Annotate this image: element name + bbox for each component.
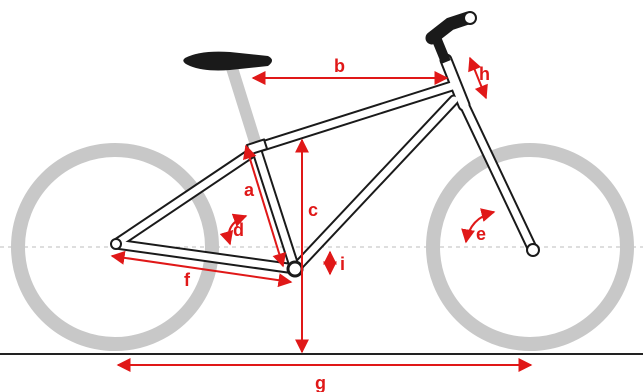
- dimension-f-line: [110, 250, 293, 288]
- dimensions: [110, 56, 533, 372]
- label-e: e: [476, 224, 486, 244]
- dimension-e-arc: [461, 208, 496, 244]
- label-d: d: [233, 220, 244, 240]
- label-h: h: [479, 64, 490, 84]
- saddle: [183, 51, 272, 71]
- rear-hub: [110, 238, 122, 250]
- label-i: i: [340, 254, 345, 274]
- label-b: b: [334, 56, 345, 76]
- rear-wheel: [11, 143, 219, 351]
- seatpost: [226, 62, 263, 154]
- bottom-bracket: [286, 260, 304, 278]
- label-f: f: [184, 270, 191, 290]
- front-hub: [526, 243, 540, 257]
- front-wheel: [426, 143, 634, 351]
- label-g: g: [315, 373, 326, 392]
- dimension-h-line: [468, 56, 488, 100]
- dimension-d-arc: [219, 213, 248, 246]
- label-c: c: [308, 200, 318, 220]
- handlebar: [425, 11, 477, 64]
- label-a: a: [244, 180, 255, 200]
- dimension-a-line: [243, 144, 286, 268]
